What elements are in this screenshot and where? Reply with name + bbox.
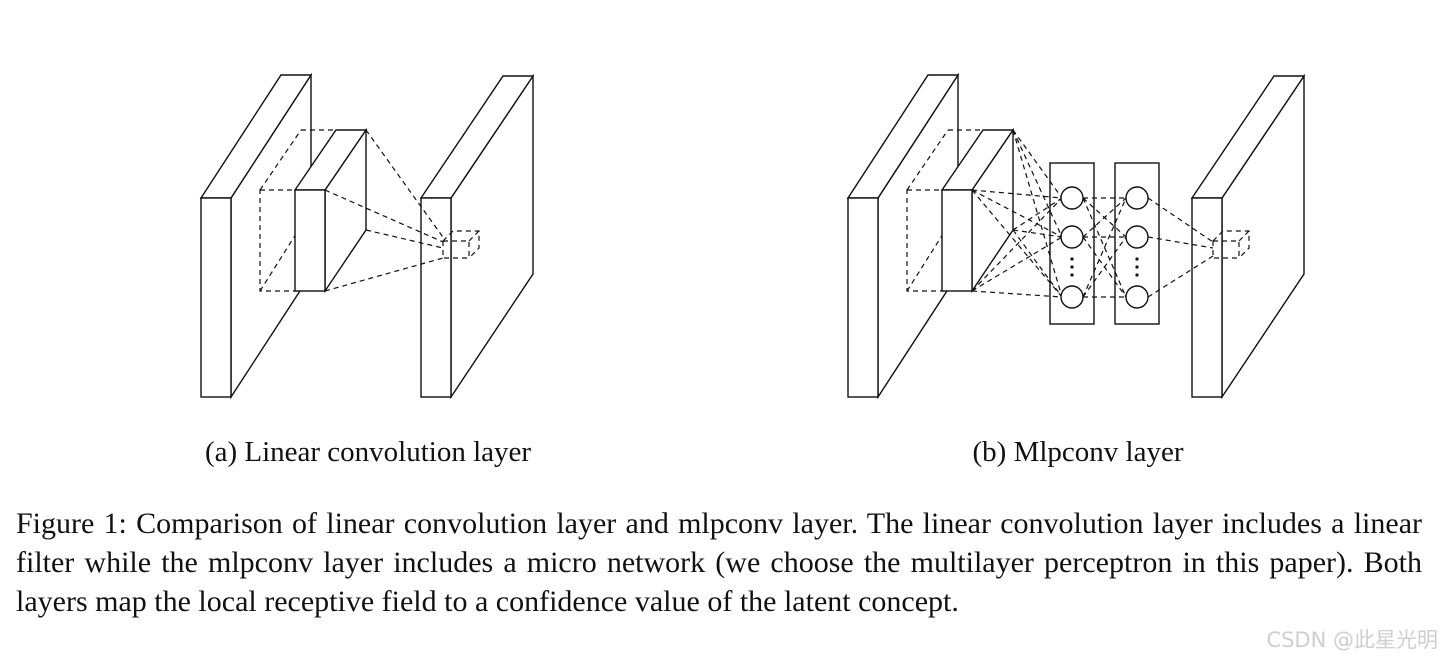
mlp-output-connections bbox=[1147, 197, 1214, 298]
input-feature-map bbox=[199, 72, 313, 400]
hidden-layer-2 bbox=[1114, 162, 1160, 325]
output-feature-map bbox=[419, 73, 535, 400]
neuron bbox=[1060, 186, 1084, 210]
neuron bbox=[1060, 285, 1084, 309]
mlp-output-unit bbox=[1212, 230, 1250, 259]
mlp-receptive-field bbox=[906, 129, 983, 292]
neuron bbox=[1125, 225, 1149, 249]
subcaption-a: (a) Linear convolution layer bbox=[204, 436, 532, 468]
subcaption-b: (b) Mlpconv layer bbox=[972, 436, 1184, 468]
hidden-connections bbox=[1082, 197, 1127, 298]
neuron bbox=[1125, 285, 1149, 309]
output-unit bbox=[442, 230, 480, 259]
neuron bbox=[1125, 186, 1149, 210]
projection-lines bbox=[324, 129, 446, 292]
mlp-output-feature-map bbox=[1190, 73, 1306, 400]
linear-conv-diagram bbox=[199, 72, 535, 400]
mlp-input-connections bbox=[971, 129, 1063, 298]
figure-caption: Figure 1: Comparison of linear convoluti… bbox=[16, 507, 1422, 618]
mlp-input-feature-map bbox=[846, 72, 960, 400]
network-diagram bbox=[199, 72, 1306, 400]
linear-filter bbox=[293, 127, 368, 294]
mlpconv-diagram bbox=[846, 72, 1306, 400]
neuron bbox=[1060, 225, 1084, 249]
hidden-layer-1 bbox=[1049, 162, 1095, 325]
watermark: CSDN @此星光明 bbox=[1266, 628, 1438, 652]
receptive-field bbox=[259, 129, 336, 292]
